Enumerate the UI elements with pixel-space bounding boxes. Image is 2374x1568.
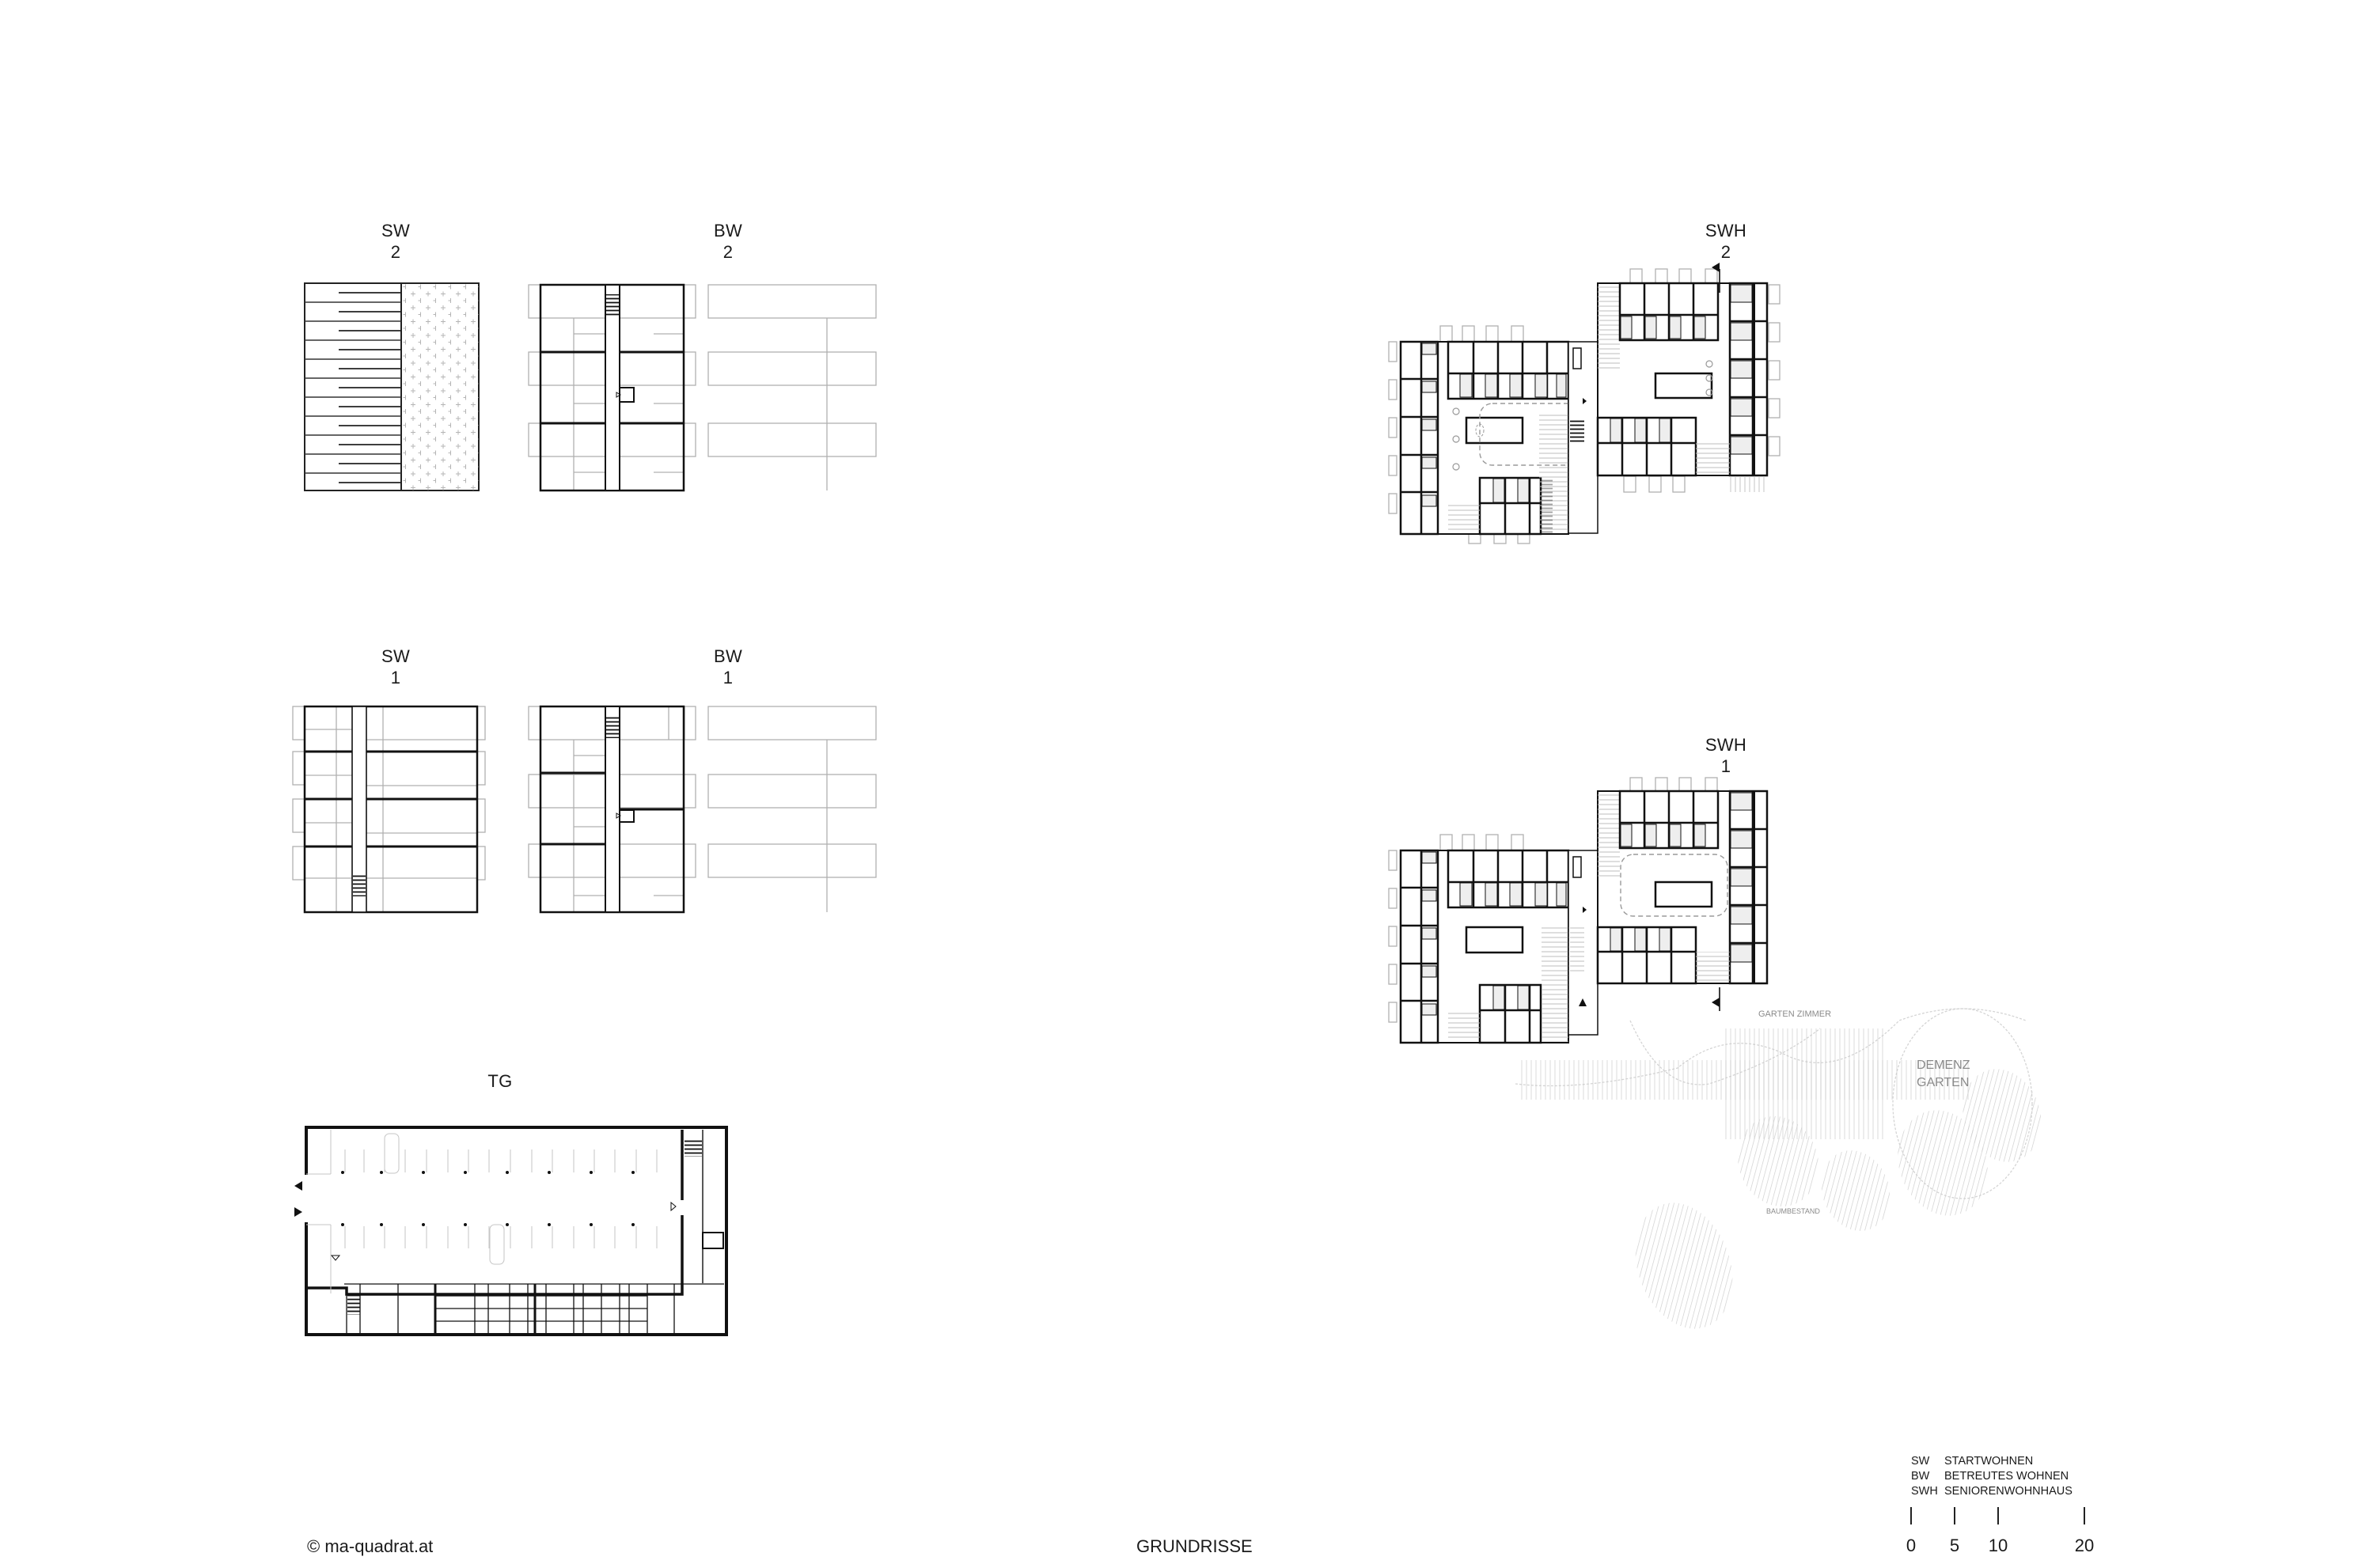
plan-label-bw2: BW 2 (696, 220, 760, 263)
plan-bw2 (528, 283, 877, 492)
plan-abbr: BW (713, 646, 743, 666)
copyright-text: © ma-quadrat.at (307, 1536, 434, 1556)
scale-tick (1910, 1507, 1912, 1524)
scale-bar: 0 5 10 20 (1899, 1507, 2137, 1562)
plan-label-bw1: BW 1 (696, 646, 760, 688)
legend-label: STARTWOHNEN (1944, 1455, 2034, 1468)
main-entrance-arrow-icon (1579, 998, 1587, 1006)
legend-abbr: BW (1911, 1470, 1930, 1483)
plan-level: 2 (390, 242, 401, 262)
plan-label-swh2: SWH 2 (1690, 220, 1762, 263)
plan-swh1 (1388, 777, 1769, 1044)
legend-abbr: SW (1911, 1455, 1930, 1468)
scale-tick (2084, 1507, 2085, 1524)
garden-label-demenz: DEMENZ GARTEN (1917, 1057, 1970, 1092)
sheet-title: GRUNDRISSE (1136, 1536, 1253, 1556)
scale-label: 20 (2074, 1536, 2095, 1555)
plan-bw1 (528, 705, 877, 914)
scale-label: 10 (1988, 1536, 2008, 1555)
legend-label: BETREUTES WOHNEN (1944, 1470, 2069, 1483)
plan-abbr: SW (381, 221, 411, 241)
scale-tick (1997, 1507, 1999, 1524)
legend: SW STARTWOHNEN BW BETREUTES WOHNEN SWH S… (1911, 1454, 2073, 1499)
landscape-garden (1515, 1008, 2042, 1329)
garden-label-demenz-line2: GARTEN (1917, 1076, 1970, 1089)
plan-level: 1 (390, 668, 401, 687)
exit-arrow-icon (294, 1181, 302, 1191)
plan-abbr: BW (713, 221, 743, 241)
plan-sw2 (304, 282, 480, 491)
garden-label-baumbestand: BAUMBESTAND (1766, 1207, 1820, 1215)
plan-tg (294, 1126, 728, 1336)
plan-label-sw2: SW 2 (364, 220, 427, 263)
legend-label: SENIORENWOHNHAUS (1944, 1485, 2073, 1498)
legend-item: SWH SENIORENWOHNHAUS (1911, 1484, 2073, 1499)
legend-abbr: SWH (1911, 1485, 1938, 1498)
plan-abbr: SW (381, 646, 411, 666)
plan-abbr: SWH (1705, 735, 1747, 755)
scale-label: 0 (1906, 1536, 1917, 1555)
legend-item: BW BETREUTES WOHNEN (1911, 1469, 2073, 1484)
plan-level: 1 (722, 668, 734, 687)
garden-label-garten-zimmer: GARTEN ZIMMER (1758, 1009, 1832, 1019)
plan-swh2 (1388, 263, 1780, 544)
legend-item: SW STARTWOHNEN (1911, 1454, 2073, 1469)
plan-abbr: SWH (1705, 221, 1747, 241)
plan-sw1 (292, 705, 486, 914)
plan-level: 1 (1720, 756, 1731, 776)
plan-label-sw1: SW 1 (364, 646, 427, 688)
entry-arrow-icon (294, 1207, 302, 1217)
plan-label-tg: TG (468, 1070, 532, 1092)
plan-level: 2 (1720, 242, 1731, 262)
plan-abbr: TG (487, 1071, 513, 1091)
scale-tick (1954, 1507, 1955, 1524)
plan-level: 2 (722, 242, 734, 262)
garden-label-demenz-line1: DEMENZ (1917, 1059, 1970, 1072)
plan-label-swh1: SWH 1 (1690, 734, 1762, 777)
scale-label: 5 (1949, 1536, 1960, 1555)
